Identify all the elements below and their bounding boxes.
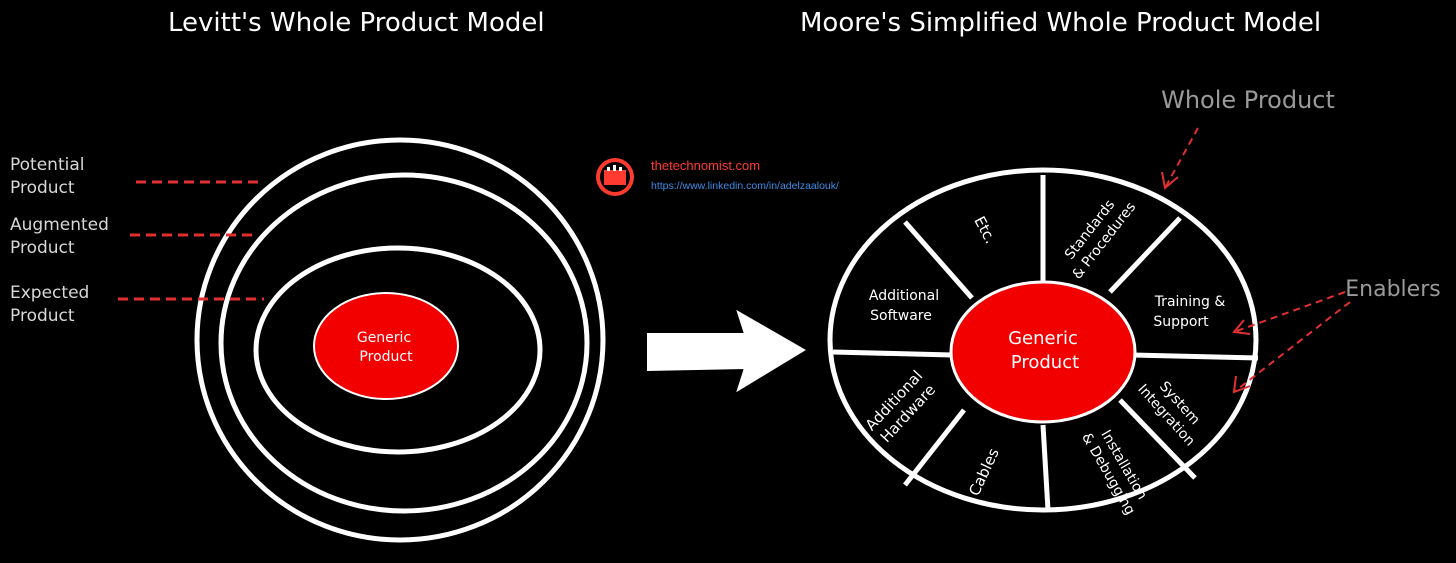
levitt-generic-core	[313, 292, 459, 400]
annotation-arrows	[1161, 127, 1351, 394]
whole-product-arrow	[1164, 127, 1199, 189]
divider-bottom-right	[1118, 398, 1197, 480]
watermark-site: thetechnomist.com	[651, 158, 761, 173]
label-augmented-line2: Product	[10, 238, 75, 258]
right-title: Moore's Simplified Whole Product Model	[800, 8, 1322, 38]
watermark-link[interactable]: https://www.linkedin.com/in/adelzaalouk/	[651, 180, 839, 192]
label-expected-product: Expected Product	[10, 282, 89, 328]
label-expected-line1: Expected	[10, 283, 90, 303]
segment-software-line1: Additional	[869, 288, 939, 304]
whole-product-label: Whole Product	[1161, 86, 1335, 114]
segment-standards-procedures: Standards & Procedures	[1062, 197, 1139, 283]
moore-core-line2: Product	[1011, 352, 1079, 373]
label-augmented-line1: Augmented	[10, 215, 109, 235]
segment-cables: Cables	[965, 445, 1003, 498]
levitt-pointers	[118, 180, 264, 301]
transition-arrow	[647, 309, 806, 393]
label-potential-product: Potential Product	[10, 154, 84, 200]
enablers-arrow-2	[1233, 301, 1351, 393]
ring-augmented	[218, 172, 590, 514]
segment-additional-hardware: Additional Hardware	[862, 367, 939, 446]
divider-bottom-left	[903, 408, 966, 487]
label-expected-line2: Product	[10, 306, 75, 326]
moore-model	[827, 167, 1259, 513]
divider-left	[832, 349, 953, 358]
levitt-core-line1: Generic	[357, 330, 411, 346]
segment-training-line2: Support	[1153, 314, 1209, 330]
label-potential-line1: Potential	[10, 155, 85, 175]
enablers-arrow-1	[1233, 291, 1346, 333]
moore-generic-core	[949, 280, 1137, 424]
segment-cables-line1: Cables	[965, 445, 1003, 498]
ring-expected	[253, 245, 543, 455]
segment-training-line1: Training &	[1154, 294, 1226, 310]
divider-right	[1131, 352, 1259, 361]
moore-core-line1: Generic	[1008, 328, 1078, 349]
segment-etc: Etc.	[970, 213, 999, 247]
levitt-core-line2: Product	[359, 349, 413, 365]
segment-installation-debugging: Installation & Debugging	[1078, 427, 1150, 517]
moore-outer-ellipse	[827, 167, 1259, 513]
levitt-model	[194, 137, 606, 543]
segment-software-line2: Software	[870, 308, 932, 324]
left-title: Levitt's Whole Product Model	[168, 8, 545, 38]
enablers-label: Enablers	[1345, 277, 1440, 302]
whole-product-arrowhead	[1161, 171, 1179, 190]
segment-additional-software: Additional Software	[869, 288, 939, 324]
segment-training-support: Training & Support	[1153, 294, 1225, 330]
watermark-logo-icon	[596, 158, 634, 196]
label-augmented-product: Augmented Product	[10, 214, 109, 260]
enablers-arrowhead-1	[1232, 319, 1251, 335]
ring-potential	[194, 137, 606, 543]
divider-top-left	[903, 220, 974, 300]
divider-bottom	[1040, 424, 1051, 511]
segment-etc-line1: Etc.	[970, 213, 999, 247]
segment-system-integration: System Integration	[1134, 379, 1203, 450]
label-potential-line2: Product	[10, 178, 75, 198]
divider-top-right	[1108, 216, 1182, 294]
enablers-arrowhead-2	[1232, 375, 1251, 394]
